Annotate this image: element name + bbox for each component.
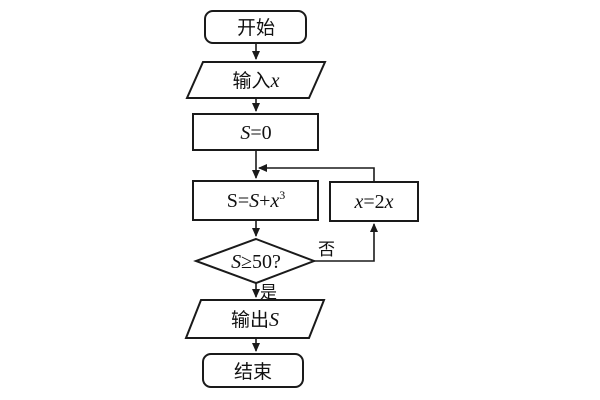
double-x1: x [353,191,363,213]
double-x2: x [384,191,394,213]
update-exp: 3 [279,188,285,202]
end-node [202,353,304,388]
condition-label: S≥50? [231,251,281,273]
condition-var: S [231,251,241,273]
input-node [185,61,327,99]
arrow-no-branch [314,223,378,262]
update-x: x [269,190,279,212]
init-rest: =0 [250,122,271,144]
update-s1: S [227,190,238,212]
input-label: 输入x [233,70,280,92]
output-var: S [269,309,279,331]
double-label: x=2x [353,191,393,213]
update-eq: = [238,190,249,212]
update-label: S=S+x3 [227,188,286,212]
arrow-loop-back [258,164,375,182]
init-label: S=0 [240,122,271,144]
input-var: x [270,70,280,92]
start-label: 开始 [237,17,275,39]
yes-label: 是 [260,283,277,303]
output-node [184,299,326,339]
output-label: 输出S [231,309,279,331]
output-prefix: 输出 [231,309,269,331]
condition-rest: ≥50? [241,251,281,273]
end-label: 结束 [234,361,272,383]
update-plus: + [259,190,270,212]
input-prefix: 输入 [233,70,271,92]
update-s2: S [249,190,259,212]
no-label: 否 [318,240,335,260]
init-var: S [240,122,250,144]
double-eq: =2 [363,191,384,213]
update-node [192,180,319,221]
init-node [192,113,319,151]
